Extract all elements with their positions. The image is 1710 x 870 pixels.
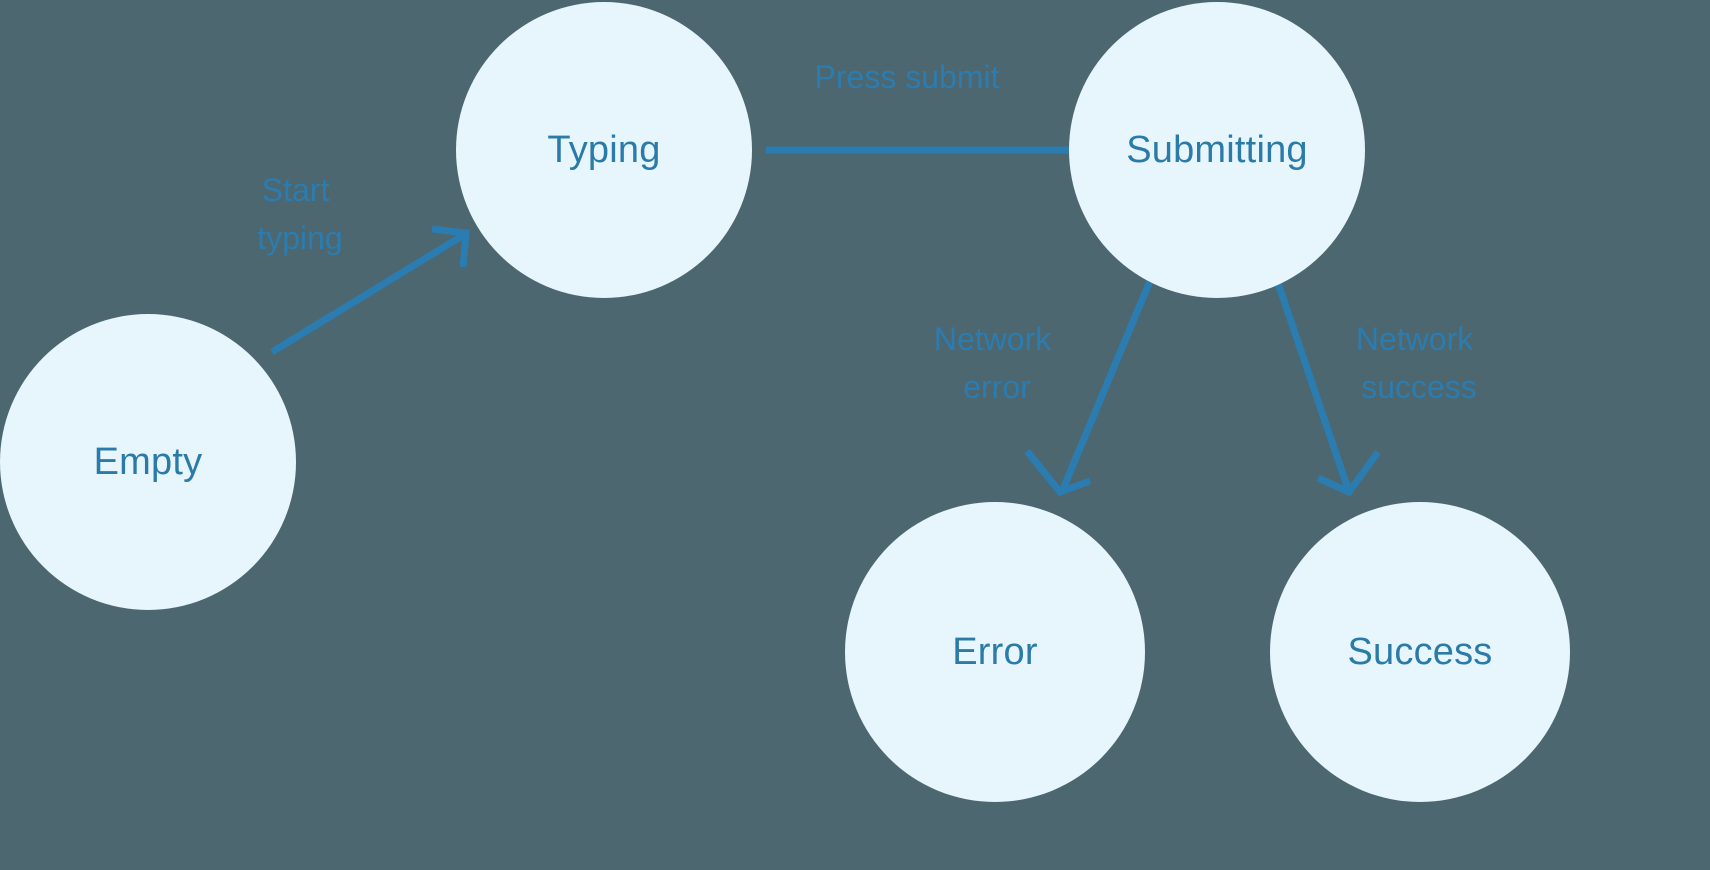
edge-label-network-error: Network error: [934, 321, 1060, 405]
edge-label-line: Press submit: [815, 59, 1000, 95]
edge-line: [270, 233, 464, 355]
transition-submitting-to-error: Network error: [934, 279, 1154, 497]
edge-label-line: Start: [262, 172, 330, 208]
state-node-shape[interactable]: [845, 502, 1145, 802]
edge-label-line: Network: [1356, 321, 1474, 357]
edge-label-network-success: Network success: [1356, 321, 1482, 405]
edge-label-line: typing: [257, 220, 342, 256]
edge-label-start-typing: Start typing: [257, 172, 342, 256]
edge-line: [1274, 281, 1352, 491]
state-node-label-success: Success: [1347, 631, 1492, 673]
transition-typing-to-submitting: Press submit: [766, 59, 1149, 181]
transition-empty-to-typing: Start typing: [257, 172, 470, 355]
state-node-typing[interactable]: Typing: [456, 2, 752, 298]
state-node-submitting[interactable]: Submitting: [1069, 2, 1365, 298]
state-node-shape[interactable]: [456, 2, 752, 298]
state-node-label-typing: Typing: [547, 129, 660, 171]
edge-label-line: Network: [934, 321, 1052, 357]
state-node-shape[interactable]: [1069, 2, 1365, 298]
state-node-label-error: Error: [952, 631, 1038, 673]
transition-submitting-to-success: Network success: [1274, 281, 1482, 497]
edge-label-line: success: [1361, 369, 1477, 405]
state-node-label-empty: Empty: [94, 441, 203, 483]
state-node-label-submitting: Submitting: [1126, 129, 1308, 171]
arrowhead-icon: [1024, 448, 1092, 497]
state-node-success[interactable]: Success: [1270, 502, 1570, 802]
arrowhead-icon: [1316, 449, 1381, 497]
state-node-shape[interactable]: [1270, 502, 1570, 802]
edge-line: [1059, 279, 1154, 491]
edge-label-line: error: [963, 369, 1031, 405]
edge-label-press-submit: Press submit: [815, 59, 1000, 95]
arrowhead-icon: [431, 225, 470, 268]
state-node-shape[interactable]: [0, 314, 296, 610]
state-node-error[interactable]: Error: [845, 502, 1145, 802]
state-node-empty[interactable]: Empty: [0, 314, 296, 610]
